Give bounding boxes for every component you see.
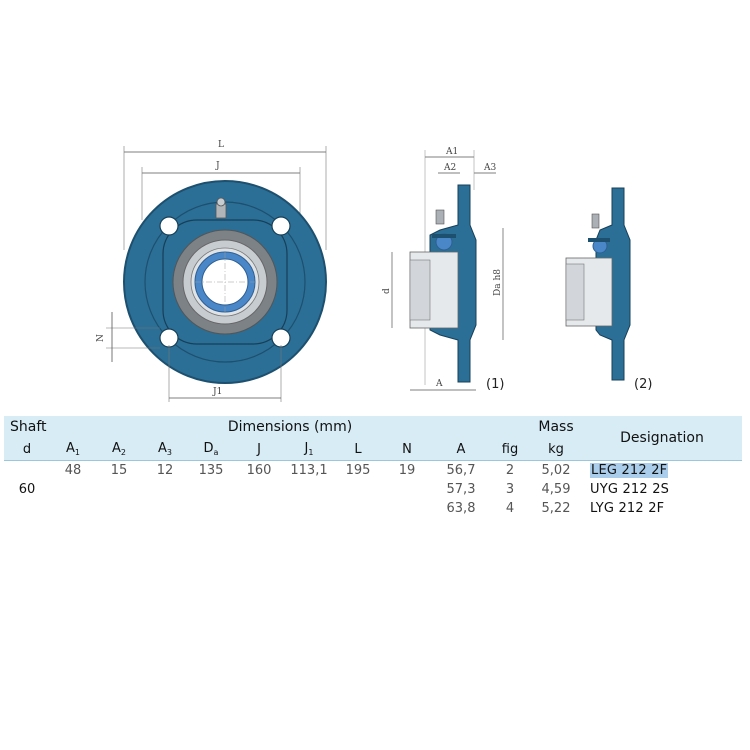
- side-view-1: A1 A2 A3 d Da h8 A (1): [382, 147, 504, 392]
- cell-designation[interactable]: LYG 212 2F: [590, 501, 665, 516]
- dim-A-label: A: [435, 379, 443, 389]
- dim-J1-label: J1: [212, 387, 222, 397]
- shaft-d-value: 60: [18, 482, 36, 497]
- side-view-2: (2): [565, 187, 652, 392]
- spec-table: Shaft Dimensions (mm) Mass Designation d…: [4, 416, 742, 518]
- col-N: N: [402, 441, 412, 457]
- dim-N-label: N: [96, 334, 106, 342]
- dim-A3-label: A3: [483, 163, 496, 173]
- cell-A2: 15: [110, 463, 128, 478]
- table-row: 57,3 3 4,59 UYG 212 2S: [4, 480, 742, 499]
- cell-N: 19: [398, 463, 416, 478]
- designation-link[interactable]: LEG 212 2F: [590, 463, 669, 478]
- fig-1-label: (1): [486, 377, 504, 392]
- dim-L-label: L: [218, 140, 224, 150]
- front-view: L J N J1: [96, 140, 327, 402]
- cell-designation[interactable]: UYG 212 2S: [590, 482, 670, 497]
- dim-J-label: J: [215, 161, 220, 171]
- cell-fig: 4: [505, 501, 515, 516]
- dimensions-header: Dimensions (mm): [227, 419, 353, 435]
- group-header-row: Shaft Dimensions (mm) Mass Designation: [4, 416, 742, 446]
- cell-Da: 135: [198, 463, 224, 478]
- mass-header: Mass: [538, 419, 574, 435]
- table-row: 63,8 4 5,22 LYG 212 2F: [4, 499, 742, 518]
- shaft-header: Shaft: [10, 419, 47, 435]
- cell-J: 160: [246, 463, 272, 478]
- col-A2: A2: [112, 441, 126, 457]
- cell-L: 195: [345, 463, 371, 478]
- col-Da: Da: [203, 441, 219, 457]
- cell-kg: 5,02: [541, 463, 571, 478]
- cell-designation[interactable]: LEG 212 2F: [582, 461, 742, 481]
- cell-fig: 2: [505, 463, 515, 478]
- dim-A2-label: A2: [443, 163, 456, 173]
- col-J: J: [257, 441, 261, 457]
- col-A3: A3: [158, 441, 172, 457]
- bolt-hole: [159, 216, 179, 236]
- cell-A3: 12: [156, 463, 174, 478]
- col-A: A: [456, 441, 466, 457]
- dim-Da-label: Da h8: [493, 269, 503, 296]
- dim-A1-label: A1: [445, 147, 458, 157]
- col-kg: kg: [548, 441, 564, 457]
- bolt-hole: [159, 328, 179, 348]
- bolt-hole: [271, 328, 291, 348]
- spec-table-container: Shaft Dimensions (mm) Mass Designation d…: [0, 416, 750, 518]
- sub-header-row: d A1 A2 A3 Da J J1 L N A fig kg: [4, 438, 742, 461]
- col-A1: A1: [66, 441, 80, 457]
- bearing-unit-drawing: L J N J1: [96, 140, 652, 402]
- cell-A: 63,8: [446, 501, 476, 516]
- dim-d-label: d: [382, 288, 392, 294]
- cell-A: 56,7: [446, 463, 476, 478]
- cell-fig: 3: [505, 482, 515, 497]
- col-L: L: [354, 441, 362, 457]
- bolt-hole: [271, 216, 291, 236]
- fig-2-label: (2): [634, 377, 652, 392]
- cell-kg: 5,22: [541, 501, 571, 516]
- table-row: 60 48 15 12 135 160 113,1 195 19 56,7 2 …: [4, 460, 742, 497]
- cell-kg: 4,59: [541, 482, 571, 497]
- col-fig: fig: [501, 441, 519, 457]
- col-d: d: [22, 441, 32, 457]
- cell-A1: 48: [64, 463, 82, 478]
- cell-J1: 113,1: [290, 463, 328, 478]
- col-J1: J1: [304, 441, 314, 457]
- designation-header: Designation: [620, 430, 704, 446]
- cell-A: 57,3: [446, 482, 476, 497]
